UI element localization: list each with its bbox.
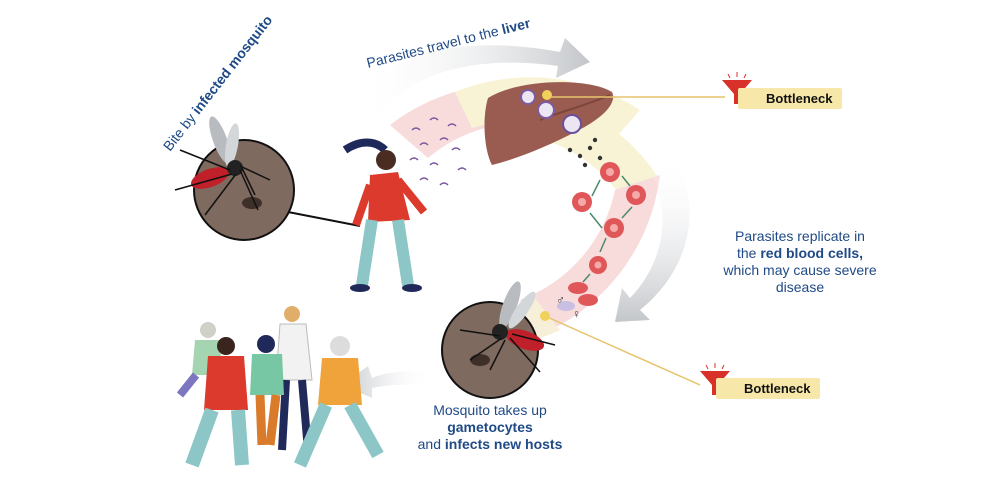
mosquito-caption: Mosquito takes up gametocytes and infect… — [417, 402, 563, 452]
rbc-caption: Parasites replicate in the red blood cel… — [723, 228, 877, 295]
funnel-icon-bottom — [700, 363, 730, 395]
person-icon — [342, 138, 428, 292]
sporozoites — [409, 117, 467, 186]
female-symbol: ♀ — [572, 307, 581, 321]
merozoite-dots — [567, 137, 603, 168]
new-hosts-group — [176, 306, 384, 468]
bottleneck-line-bottom — [544, 315, 701, 386]
red-blood-cell-icon — [557, 162, 646, 311]
mosquito-icon — [174, 116, 271, 216]
rbc-arrows — [582, 175, 633, 283]
bottleneck-badge-top: Bottleneck — [738, 88, 843, 109]
liver-icon — [484, 82, 614, 165]
skin-bite-circle — [193, 139, 361, 241]
bottleneck-badge-bottom: Bottleneck — [716, 378, 821, 399]
funnel-icon — [722, 72, 752, 104]
cycle-arrows — [342, 38, 690, 398]
mosquito-icon-bottom — [459, 281, 556, 373]
male-symbol: ♂ — [556, 293, 565, 307]
